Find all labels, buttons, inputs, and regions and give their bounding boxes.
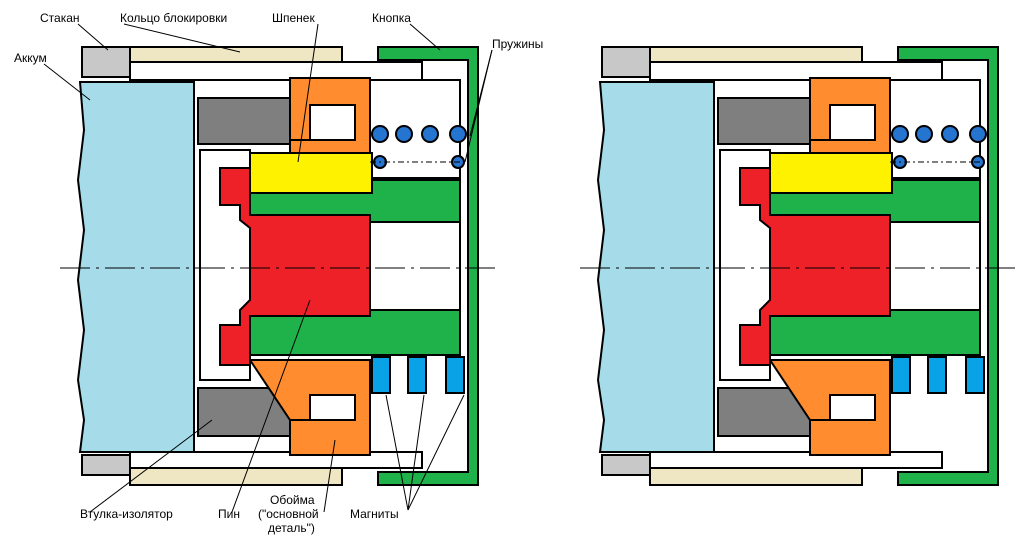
assembly-left bbox=[59, 46, 501, 486]
leader-lines bbox=[43, 23, 493, 513]
label-stakan: Стакан bbox=[40, 11, 80, 25]
label-magnity: Магниты bbox=[350, 507, 399, 521]
label-oboyma-3: деталь") bbox=[268, 521, 315, 535]
label-shpenek: Шпенек bbox=[272, 11, 315, 25]
label-oboyma-1: Обойма bbox=[270, 493, 315, 507]
label-knopka: Кнопка bbox=[372, 11, 411, 25]
label-pruzhiny: Пружины bbox=[492, 37, 543, 51]
label-akkum: Аккум bbox=[14, 51, 47, 65]
assembly-right bbox=[579, 46, 1021, 486]
label-koltso: Кольцо блокировки bbox=[120, 11, 227, 25]
label-pin: Пин bbox=[218, 507, 240, 521]
label-vtulka: Втулка-изолятор bbox=[80, 507, 173, 521]
label-oboyma-2: ("основной bbox=[258, 507, 319, 521]
